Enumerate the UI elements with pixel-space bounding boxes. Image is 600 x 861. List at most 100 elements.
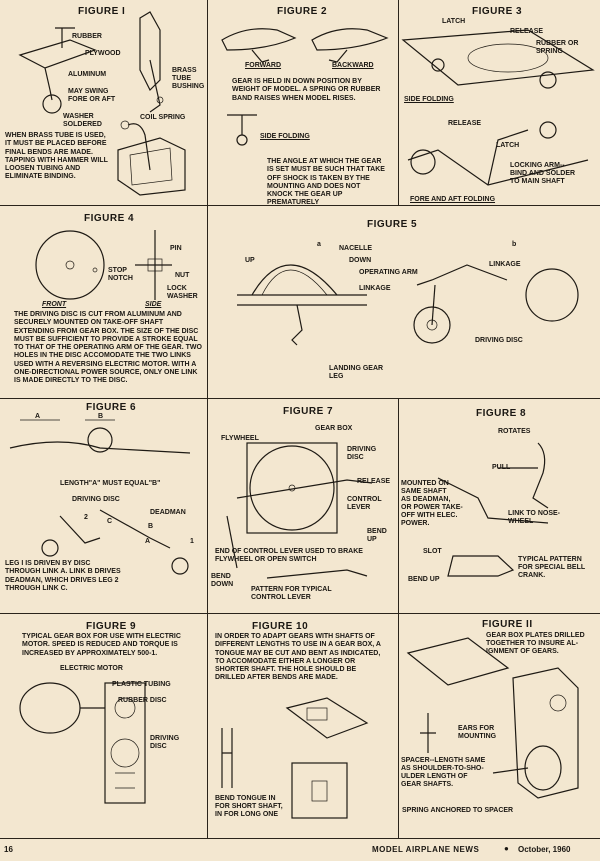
- label-6-a2: A: [145, 538, 151, 545]
- page-footer: 16 MODEL AIRPLANE NEWS ● October, 1960: [0, 841, 600, 861]
- label-mounted: MOUNTED ON SAME SHAFT AS DEADMAN, OR POW…: [401, 480, 463, 527]
- figure-9-title: FIGURE 9: [86, 621, 137, 632]
- figure-7-title: FIGURE 7: [283, 406, 334, 417]
- label-lock-washer: LOCK WASHER: [167, 285, 198, 300]
- label-spring-anchored: SPRING ANCHORED TO SPACER: [402, 807, 514, 814]
- label-forward: FORWARD: [245, 62, 282, 69]
- label-rubber: RUBBER: [72, 33, 102, 40]
- label-nut: NUT: [175, 272, 190, 279]
- label-rubber-spring: RUBBER OR SPRING: [536, 40, 579, 55]
- label-down: DOWN: [349, 257, 372, 264]
- label-slot: SLOT: [423, 548, 442, 555]
- label-bend-tongue: BEND TONGUE IN FOR SHORT SHAFT, IN FOR L…: [215, 795, 283, 818]
- label-latch-2: LATCH: [496, 142, 520, 149]
- figure-10-panel: FIGURE 10 IN ORDER TO ADAPT GEARS WITH S…: [207, 613, 399, 839]
- label-pin: PIN: [170, 245, 182, 252]
- label-driving-disc-6: DRIVING DISC: [72, 496, 120, 503]
- label-6-a: A: [35, 413, 41, 420]
- figure-8-title: FIGURE 8: [476, 408, 527, 419]
- label-spacer: SPACER--LENGTH SAME AS SHOULDER-TO-SHO- …: [401, 757, 486, 788]
- label-release-2: RELEASE: [448, 120, 482, 127]
- figure-3-panel: FIGURE 3 LATCH RELEASE RUBBER OR SPRING …: [398, 0, 600, 206]
- label-nacelle: NACELLE: [339, 245, 373, 252]
- label-linkage-b: LINKAGE: [489, 261, 521, 268]
- figure-7-text-1: END OF CONTROL LEVER USED TO BRAKE FLYWH…: [215, 548, 363, 564]
- label-release-7: RELEASE: [357, 478, 391, 485]
- label-front: FRONT: [42, 301, 67, 308]
- figure-4-drawing: [35, 230, 172, 300]
- figure-10-title: FIGURE 10: [252, 621, 309, 632]
- label-locking-arm: LOCKING ARM-- BIND AND SOLDER TO MAIN SH…: [510, 162, 576, 185]
- label-fore-aft: MAY SWING FORE OR AFT: [68, 88, 116, 103]
- label-rubber-disc: RUBBER DISC: [118, 697, 167, 704]
- label-release: RELEASE: [510, 28, 544, 35]
- label-link-nose: LINK TO NOSE- WHEEL: [508, 510, 560, 525]
- label-6-1: 1: [190, 538, 194, 545]
- label-bend-up: BEND UP: [367, 528, 387, 543]
- figure-6-title: FIGURE 6: [86, 402, 137, 413]
- figure-9-drawing: [19, 682, 146, 804]
- label-side: SIDE: [145, 301, 162, 308]
- figure-3-drawing: [401, 29, 595, 186]
- label-bend-down: BEND DOWN: [211, 573, 234, 588]
- figure-1-panel: FIGURE I RUBBER PLYWOOD ALUMINUM MAY SWI…: [0, 0, 208, 206]
- label-plywood: PLYWOOD: [85, 50, 121, 57]
- magazine-name: MODEL AIRPLANE NEWS: [372, 845, 480, 854]
- label-driving-disc: DRIVING DISC: [475, 337, 523, 344]
- label-coil-spring: COIL SPRING: [140, 114, 186, 121]
- label-side-folding: SIDE FOLDING: [260, 133, 310, 140]
- figure-8-panel: FIGURE 8 ROTATES PULL MOUNTED ON SAME SH…: [398, 398, 600, 614]
- label-stop-notch: STOP NOTCH: [108, 267, 133, 282]
- figure-3-title: FIGURE 3: [472, 6, 523, 17]
- label-bend-up-8: BEND UP: [408, 576, 440, 583]
- label-control-lever: CONTROL LEVER: [347, 496, 382, 511]
- figure-2-drawing: [221, 28, 389, 146]
- figure-2-text-2: THE ANGLE AT WHICH THE GEAR IS SET MUST …: [267, 158, 385, 206]
- label-deadman: DEADMAN: [150, 509, 186, 516]
- figure-6-text: LEG I IS DRIVEN BY DISC THROUGH LINK A. …: [5, 560, 121, 592]
- figure-7-panel: FIGURE 7 FLYWHEEL GEAR BOX DRIVING DISC …: [207, 398, 399, 614]
- figure-4-title: FIGURE 4: [84, 213, 135, 224]
- label-up: UP: [245, 257, 255, 264]
- label-driving-disc-9: DRIVING DISC: [150, 735, 180, 750]
- label-6-c: C: [107, 518, 113, 525]
- label-b: b: [512, 241, 517, 248]
- figure-4-text: THE DRIVING DISC IS CUT FROM ALUMINUM AN…: [14, 311, 202, 385]
- label-electric-motor: ELECTRIC MOTOR: [60, 665, 123, 672]
- figure-1-drawing: [18, 11, 186, 196]
- figure-2-title: FIGURE 2: [277, 6, 328, 17]
- label-6-b: B: [98, 413, 104, 420]
- label-landing-gear: LANDING GEAR LEG: [329, 365, 384, 380]
- label-brass-tube: BRASS TUBE BUSHING: [172, 67, 205, 90]
- figure-2-text-1: GEAR IS HELD IN DOWN POSITION BY WEIGHT …: [232, 78, 381, 102]
- label-latch: LATCH: [442, 18, 466, 25]
- footer-bullet: ●: [504, 844, 509, 853]
- figure-6-drawing: [9, 419, 191, 575]
- figure-11-panel: FIGURE II GEAR BOX PLATES DRILLED TOGETH…: [398, 613, 600, 839]
- label-washer: WASHER SOLDERED: [63, 113, 102, 128]
- issue-date: October, 1960: [518, 845, 571, 854]
- label-fore-aft-folding: FORE AND AFT FOLDING: [410, 196, 496, 203]
- label-linkage: LINKAGE: [359, 285, 391, 292]
- figure-11-title: FIGURE II: [482, 619, 533, 630]
- label-typical-pattern: TYPICAL PATTERN FOR SPECIAL BELL CRANK.: [518, 556, 586, 579]
- figure-8-drawing: [437, 442, 549, 577]
- label-6-b2: B: [148, 523, 154, 530]
- label-6-2: 2: [84, 514, 88, 521]
- label-backward: BACKWARD: [332, 62, 374, 69]
- label-gear-box: GEAR BOX: [315, 425, 353, 432]
- figure-2-panel: FIGURE 2 FORWARD BACKWARD GEAR IS HELD I…: [207, 0, 399, 206]
- label-operating-arm: OPERATING ARM: [359, 269, 418, 276]
- label-flywheel: FLYWHEEL: [221, 435, 259, 442]
- figure-7-drawing: [226, 442, 373, 579]
- label-gear-box-plates: GEAR BOX PLATES DRILLED TOGETHER TO INSU…: [486, 632, 585, 655]
- label-rotates: ROTATES: [498, 428, 531, 435]
- label-plastic-tubing: PLASTIC TUBING: [112, 681, 171, 688]
- figure-6-panel: FIGURE 6 A B LENGTH"A" MUST EQUAL"B" DRI…: [0, 398, 208, 614]
- label-side-folding-3: SIDE FOLDING: [404, 96, 454, 103]
- figure-9-text: TYPICAL GEAR BOX FOR USE WITH ELECTRIC M…: [22, 633, 181, 657]
- page-number: 16: [4, 845, 13, 854]
- figure-5-title: FIGURE 5: [367, 219, 418, 230]
- figure-1-title: FIGURE I: [78, 6, 126, 17]
